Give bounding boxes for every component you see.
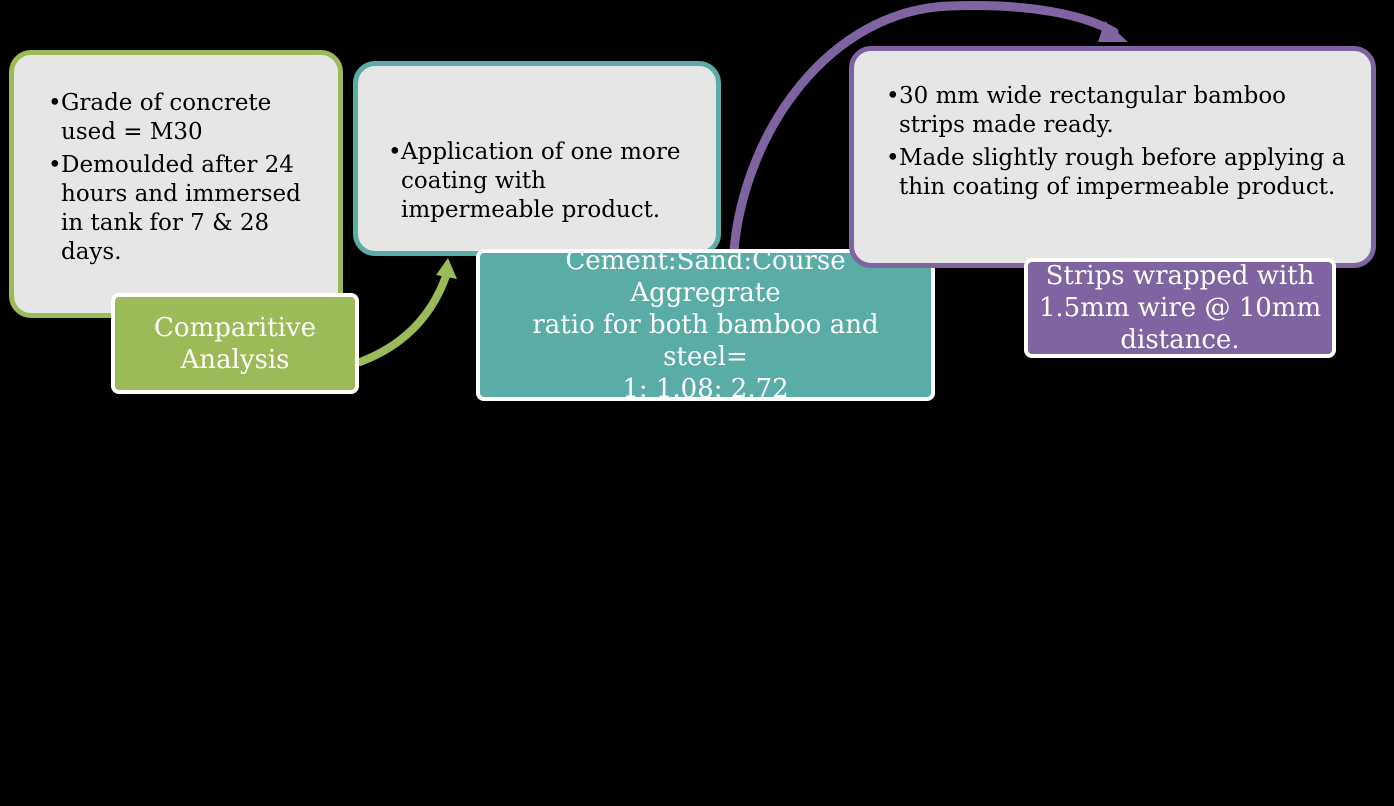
step-3-label-line: distance. <box>1120 325 1240 355</box>
step-2-details-panel: Application of one more coating with imp… <box>353 61 721 256</box>
step-1-bullet-list: Grade of concrete used = M30 Demoulded a… <box>48 89 318 267</box>
step-3-details-panel: 30 mm wide rectangular bamboo strips mad… <box>849 46 1376 268</box>
step-1-label-line: Analysis <box>180 344 290 375</box>
step-1-bullet: Grade of concrete used = M30 <box>48 89 318 147</box>
step-3-label-line: Strips wrapped with <box>1045 261 1315 291</box>
step-3-bullet: 30 mm wide rectangular bamboo strips mad… <box>886 82 1351 140</box>
step-1-label-line: Comparitive <box>154 312 316 343</box>
step-1-bullet: Demoulded after 24 hours and immersed in… <box>48 151 318 267</box>
step-2-bullet-list: Application of one more coating with imp… <box>388 138 696 225</box>
arrow-green-to-teal <box>356 272 450 366</box>
step-2-label: Cement:Sand:Course Aggregrate ratio for … <box>476 246 935 404</box>
step-3-label: Strips wrapped with 1.5mm wire @ 10mm di… <box>1024 258 1336 358</box>
step-2-label-line: 1: 1.08: 2.72 <box>622 374 789 404</box>
step-2-label-line: Cement:Sand:Course Aggregrate <box>565 246 846 308</box>
step-1-details-panel: Grade of concrete used = M30 Demoulded a… <box>9 50 343 318</box>
step-3-bullet-list: 30 mm wide rectangular bamboo strips mad… <box>886 82 1351 202</box>
step-3-label-line: 1.5mm wire @ 10mm <box>1038 293 1322 323</box>
arrow-green-head <box>436 258 457 279</box>
step-2-label-line: ratio for both bamboo and steel= <box>532 310 879 372</box>
arrow-purple-head <box>1098 21 1128 42</box>
step-2-bullet: Application of one more coating with imp… <box>388 138 696 225</box>
step-3-bullet: Made slightly rough before applying a th… <box>886 144 1351 202</box>
step-1-label: Comparitive Analysis <box>111 293 359 394</box>
arrow-teal-to-purple <box>729 1 1119 255</box>
